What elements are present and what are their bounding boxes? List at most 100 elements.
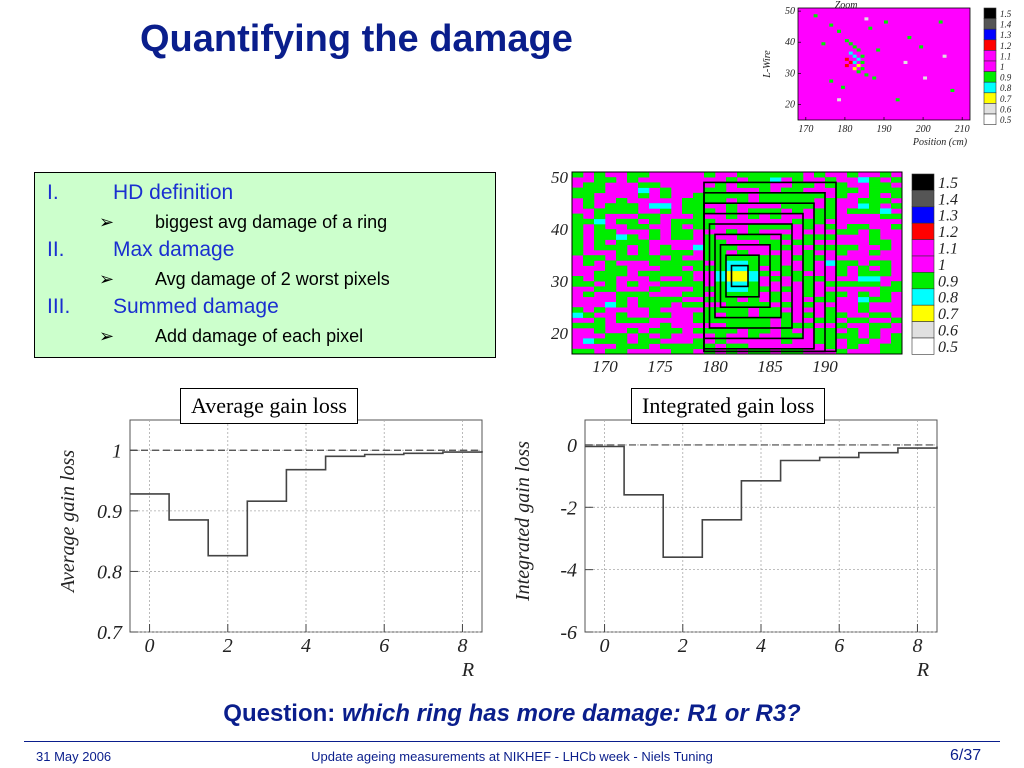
rings-cell bbox=[858, 307, 870, 313]
rings-cell bbox=[869, 260, 881, 266]
rings-cell bbox=[792, 333, 804, 339]
rings-cell bbox=[605, 338, 617, 344]
rings-cell bbox=[792, 198, 804, 204]
rings-cell bbox=[605, 208, 617, 214]
rings-cell bbox=[583, 218, 595, 225]
zoom-cell bbox=[864, 73, 869, 77]
ring-outline bbox=[725, 254, 760, 298]
rings-cell bbox=[616, 218, 628, 225]
rings-cell bbox=[616, 270, 628, 277]
rings-cell bbox=[869, 182, 881, 188]
rings-cell bbox=[682, 203, 694, 209]
definition-label: Summed damage bbox=[113, 295, 279, 318]
rings-cell bbox=[825, 244, 837, 251]
rings-y-tick-label: 20 bbox=[551, 324, 569, 343]
color-scale-label: 1.3 bbox=[1000, 30, 1012, 40]
rings-cell bbox=[836, 192, 848, 199]
rings-cell bbox=[814, 276, 826, 282]
color-scale-label: 0.6 bbox=[938, 323, 958, 340]
definition-sub-text: biggest avg damage of a ring bbox=[155, 212, 388, 232]
rings-cell bbox=[825, 291, 837, 298]
zoom-title: Zoom bbox=[835, 0, 858, 11]
rings-cell bbox=[682, 208, 694, 214]
rings-cell bbox=[803, 322, 815, 329]
zoom-y-tick-label: 30 bbox=[784, 68, 795, 79]
zoom-cell bbox=[872, 76, 877, 80]
rings-cell bbox=[627, 177, 639, 183]
color-scale-swatch bbox=[983, 50, 997, 62]
rings-cell bbox=[737, 260, 749, 266]
rings-cell bbox=[880, 296, 892, 303]
rings-cell bbox=[759, 322, 771, 329]
color-scale-swatch bbox=[911, 222, 935, 240]
rings-cell bbox=[737, 317, 749, 324]
rings-cell bbox=[825, 213, 837, 220]
rings-cell bbox=[803, 198, 815, 204]
rings-cell bbox=[682, 343, 694, 350]
rings-cell bbox=[726, 244, 738, 251]
rings-cell bbox=[715, 338, 727, 344]
rings-cell bbox=[671, 270, 683, 277]
rings-cell bbox=[869, 276, 881, 282]
rings-cell bbox=[649, 213, 661, 220]
rings-cell bbox=[781, 270, 793, 277]
rings-cell bbox=[891, 281, 903, 287]
definition-number: II. bbox=[47, 238, 65, 261]
rings-cell bbox=[880, 244, 892, 251]
rings-cell bbox=[594, 270, 606, 277]
rings-cell bbox=[649, 302, 661, 308]
color-scale-label: 0.9 bbox=[1000, 73, 1012, 83]
rings-cell bbox=[704, 343, 716, 350]
rings-cell bbox=[572, 322, 584, 329]
color-scale-swatch bbox=[983, 92, 997, 104]
rings-y-tick-label: 50 bbox=[551, 168, 569, 187]
rings-cell bbox=[583, 255, 595, 261]
rings-cell bbox=[638, 338, 650, 344]
int-x-tick-label: 2 bbox=[678, 635, 688, 657]
rings-cell bbox=[594, 208, 606, 214]
rings-cell bbox=[737, 255, 749, 261]
rings-cell bbox=[726, 203, 738, 209]
rings-cell bbox=[759, 198, 771, 204]
ring-outline bbox=[730, 264, 749, 288]
rings-cell bbox=[649, 229, 661, 235]
rings-cell bbox=[770, 265, 782, 272]
rings-cell bbox=[638, 302, 650, 308]
rings-cell bbox=[638, 213, 650, 220]
rings-cell bbox=[594, 224, 606, 230]
rings-cell bbox=[814, 172, 826, 178]
int-series-line bbox=[585, 445, 938, 558]
color-scale-swatch bbox=[983, 7, 997, 19]
rings-cell bbox=[759, 302, 771, 308]
rings-cell bbox=[891, 213, 903, 220]
rings-cell bbox=[825, 208, 837, 214]
color-scale-swatch bbox=[911, 206, 935, 224]
rings-cell bbox=[649, 286, 661, 292]
color-scale-label: 1 bbox=[1000, 62, 1005, 72]
rings-cell bbox=[682, 234, 694, 240]
rings-cell bbox=[726, 208, 738, 214]
rings-cell bbox=[682, 281, 694, 287]
zoom-y-tick-label: 40 bbox=[785, 37, 795, 48]
rings-cell bbox=[891, 187, 903, 194]
rings-cell bbox=[770, 192, 782, 199]
rings-cell bbox=[759, 177, 771, 183]
rings-cell bbox=[649, 182, 661, 188]
rings-cell bbox=[869, 281, 881, 287]
zoom-x-tick-label: 200 bbox=[916, 124, 931, 135]
color-scale-label: 1.2 bbox=[938, 224, 958, 241]
rings-cell bbox=[616, 244, 628, 251]
rings-cell bbox=[847, 244, 859, 251]
footer-page-number: 6/37 bbox=[950, 747, 982, 764]
zoom-cell bbox=[856, 48, 861, 52]
rings-cell bbox=[770, 291, 782, 298]
color-scale-label: 1.5 bbox=[938, 175, 958, 192]
rings-cell bbox=[781, 286, 793, 292]
rings-cell bbox=[605, 177, 617, 183]
rings-cell bbox=[869, 328, 881, 334]
zoom-x-axis-label: Position (cm) bbox=[912, 137, 968, 148]
rings-cell bbox=[616, 291, 628, 298]
rings-cell bbox=[572, 234, 584, 240]
